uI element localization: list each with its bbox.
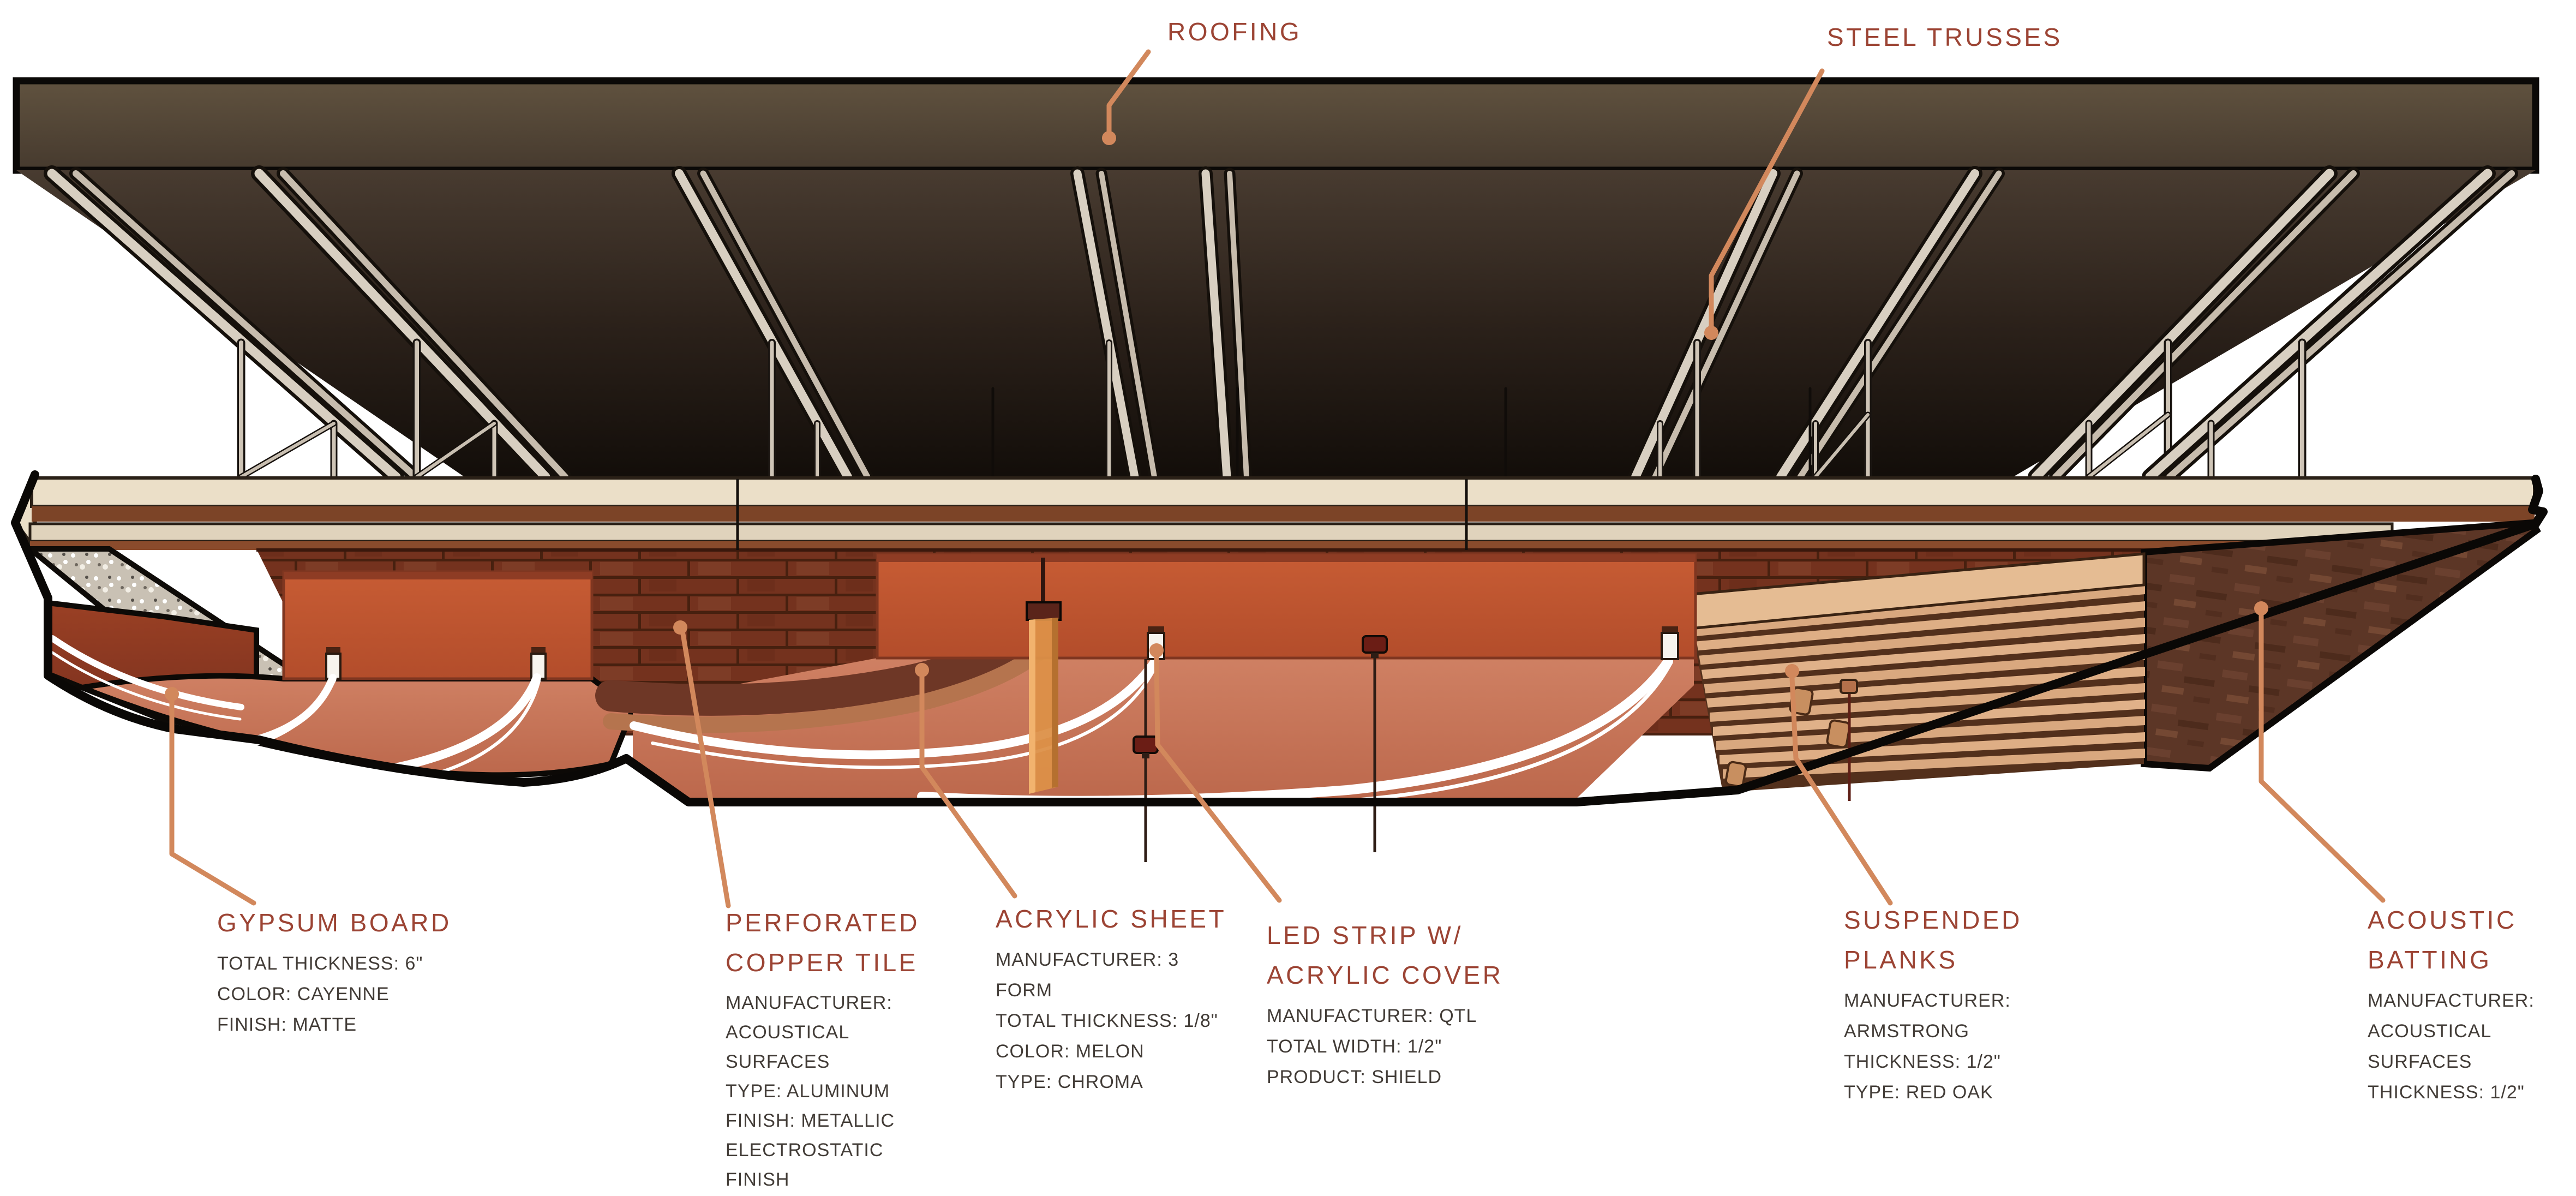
callout-details: MANUFACTURER: ACOUSTICAL SURFACES TYPE: … bbox=[726, 988, 920, 1194]
steel-trusses-group bbox=[44, 165, 2518, 485]
callout-detail-line: ELECTROSTATIC bbox=[726, 1140, 884, 1161]
leader-dot bbox=[165, 687, 179, 701]
callout-detail-line: FINISH: METALLIC bbox=[726, 1110, 895, 1131]
callout-detail-line: THICKNESS: 1/2" bbox=[1844, 1051, 2001, 1072]
steel-truss bbox=[251, 165, 572, 485]
callout-detail-line: SURFACES bbox=[2368, 1051, 2472, 1072]
callout-detail-line: TOTAL THICKNESS: 6" bbox=[217, 953, 423, 974]
gypsum-board-area bbox=[45, 570, 637, 784]
callout-details: MANUFACTURER: ARMSTRONG THICKNESS: 1/2" … bbox=[1844, 985, 2022, 1108]
steel-truss bbox=[672, 166, 873, 485]
hanger-wires bbox=[991, 387, 1812, 477]
callout-detail-line: FORM bbox=[996, 980, 1053, 1001]
callout-title: LED STRIP W/ bbox=[1267, 921, 1463, 949]
callout-title: ACOUSTIC bbox=[2368, 906, 2517, 934]
pendant-light bbox=[1840, 679, 1858, 801]
callout-details: MANUFACTURER: QTL TOTAL WIDTH: 1/2" PROD… bbox=[1267, 1001, 1503, 1092]
suspended-planks bbox=[1684, 552, 2146, 792]
callout-detail-line: TYPE: ALUMINUM bbox=[726, 1081, 890, 1102]
callout-perforated-copper-tile: PERFORATED COPPER TILE MANUFACTURER: ACO… bbox=[726, 903, 920, 1194]
steel-truss bbox=[2142, 165, 2518, 485]
callout-suspended-planks: SUSPENDED PLANKS MANUFACTURER: ARMSTRONG… bbox=[1844, 900, 2022, 1108]
callout-detail-line: FINISH: MATTE bbox=[217, 1014, 357, 1035]
callout-title: STEEL TRUSSES bbox=[1827, 23, 2063, 51]
callout-details: MANUFACTURER: 3 FORM TOTAL THICKNESS: 1/… bbox=[996, 944, 1226, 1097]
callout-title: SUSPENDED bbox=[1844, 906, 2022, 934]
callout-detail-line: TYPE: RED OAK bbox=[1844, 1082, 1993, 1103]
callout-acoustic-batting: ACOUSTIC BATTING MANUFACTURER: ACOUSTICA… bbox=[2368, 900, 2535, 1108]
callout-detail-line: COLOR: MELON bbox=[996, 1041, 1145, 1062]
led-strip-slot bbox=[325, 647, 547, 680]
callout-title: BATTING bbox=[2368, 946, 2492, 974]
callout-detail-line: THICKNESS: 1/2" bbox=[2368, 1082, 2525, 1103]
steel-truss bbox=[2028, 165, 2360, 485]
leader-dot bbox=[673, 620, 687, 635]
callout-title: ACRYLIC COVER bbox=[1267, 961, 1503, 989]
callout-detail-line: ARMSTRONG bbox=[1844, 1021, 1969, 1042]
callout-detail-line: MANUFACTURER: bbox=[2368, 990, 2535, 1011]
callout-details: TOTAL THICKNESS: 6" COLOR: CAYENNE FINIS… bbox=[217, 948, 452, 1040]
callout-detail-line: PRODUCT: SHIELD bbox=[1267, 1067, 1442, 1087]
leader-dot bbox=[1785, 664, 1799, 678]
callout-title: COPPER TILE bbox=[726, 948, 918, 977]
acrylic-sheet bbox=[1026, 558, 1062, 794]
callout-gypsum-board: GYPSUM BOARD TOTAL THICKNESS: 6" COLOR: … bbox=[217, 903, 452, 1040]
leader-steel-trusses bbox=[1704, 68, 1825, 340]
steel-truss bbox=[1199, 166, 1253, 484]
leader-led-strip bbox=[1149, 643, 1282, 903]
leader-dot bbox=[1149, 643, 1164, 657]
leader-suspended-planks bbox=[1785, 664, 1893, 906]
leader-dot bbox=[2254, 601, 2268, 615]
callout-title: PLANKS bbox=[1844, 946, 1958, 974]
leader-dot bbox=[1704, 326, 1718, 340]
leader-dot bbox=[1102, 131, 1116, 145]
callout-steel-trusses: STEEL TRUSSES bbox=[1827, 17, 2063, 57]
callout-led-strip: LED STRIP W/ ACRYLIC COVER MANUFACTURER:… bbox=[1267, 916, 1503, 1092]
acoustic-batting-wedge bbox=[2141, 519, 2541, 772]
leader-acrylic-sheet bbox=[915, 663, 1017, 899]
pendant-lights bbox=[736, 479, 1858, 862]
leader-dot bbox=[915, 663, 929, 677]
metal-deck bbox=[13, 475, 2536, 559]
steel-truss bbox=[1070, 166, 1160, 484]
callout-detail-line: MANUFACTURER: bbox=[726, 992, 892, 1013]
copper-tile-panel bbox=[876, 553, 1697, 660]
callout-acrylic-sheet: ACRYLIC SHEET MANUFACTURER: 3 FORM TOTAL… bbox=[996, 899, 1226, 1097]
steel-truss bbox=[1628, 166, 1803, 485]
callout-details: MANUFACTURER: ACOUSTICAL SURFACES THICKN… bbox=[2368, 985, 2535, 1108]
callout-title: ACRYLIC SHEET bbox=[996, 905, 1227, 933]
callout-detail-line: FINISH bbox=[726, 1169, 790, 1190]
callout-detail-line: TOTAL THICKNESS: 1/8" bbox=[996, 1010, 1218, 1031]
roof-slab bbox=[13, 77, 2539, 174]
steel-truss bbox=[1773, 166, 2005, 485]
callout-detail-line: ACOUSTICAL bbox=[726, 1022, 850, 1043]
callout-detail-line: MANUFACTURER: QTL bbox=[1267, 1006, 1477, 1026]
pendant-light bbox=[1362, 635, 1388, 852]
callout-roofing: ROOFING bbox=[1167, 12, 1302, 52]
leaders bbox=[165, 49, 2386, 908]
leader-roofing bbox=[1102, 49, 1151, 145]
leader-acoustic-batting bbox=[2254, 601, 2386, 903]
assembly-outline bbox=[11, 470, 2548, 806]
callout-detail-line: SURFACES bbox=[726, 1051, 830, 1072]
roof-underside bbox=[16, 170, 2536, 480]
callout-title: ROOFING bbox=[1167, 17, 1302, 46]
callout-detail-line: COLOR: CAYENNE bbox=[217, 984, 390, 1004]
steel-truss bbox=[44, 165, 422, 485]
callout-title: GYPSUM BOARD bbox=[217, 908, 452, 937]
leader-gypsum-board bbox=[165, 687, 256, 906]
callout-detail-line: MANUFACTURER: bbox=[1844, 990, 2011, 1011]
callout-title: PERFORATED bbox=[726, 908, 920, 937]
callout-detail-line: TYPE: CHROMA bbox=[996, 1072, 1143, 1092]
leader-copper-tile bbox=[673, 620, 731, 908]
callout-detail-line: TOTAL WIDTH: 1/2" bbox=[1267, 1036, 1442, 1057]
callout-detail-line: ACOUSTICAL bbox=[2368, 1021, 2492, 1042]
callout-detail-line: MANUFACTURER: 3 bbox=[996, 949, 1179, 970]
